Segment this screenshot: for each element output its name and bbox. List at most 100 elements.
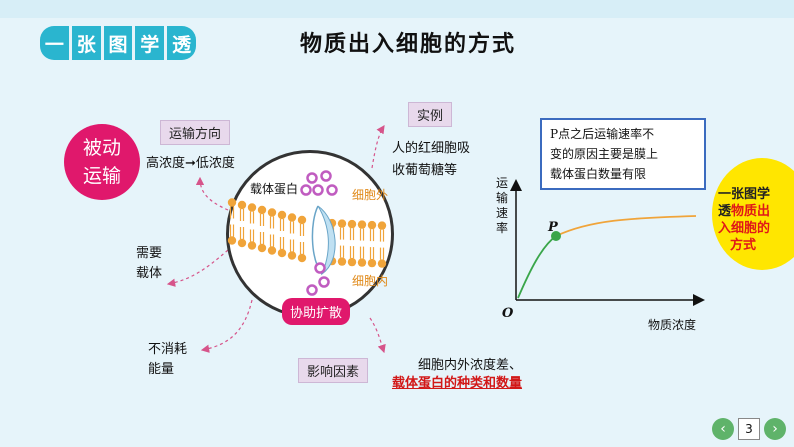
pager: ‹ 3 › <box>712 418 786 440</box>
text-line: 能量 <box>148 362 175 377</box>
text-line: 载体 <box>136 266 163 281</box>
ylabel-char: 输 <box>496 191 509 205</box>
ylabel-char: 运 <box>496 176 509 190</box>
next-page-button[interactable]: › <box>764 418 786 440</box>
text-line: 一张图学 <box>718 187 771 202</box>
lipid-head <box>357 220 367 229</box>
lipid-head <box>287 213 297 222</box>
carrier-protein <box>317 205 336 276</box>
inside-label: 细胞内 <box>352 274 389 288</box>
text-line: 变的原因主要是膜上 <box>550 147 659 161</box>
lipid-head <box>277 210 287 220</box>
direction-tag: 运输方向 <box>160 120 231 145</box>
origin-label: O <box>502 306 514 321</box>
curve-plateau <box>555 215 697 237</box>
text-line: 载体蛋白数量有限 <box>550 167 647 181</box>
lipid-head <box>297 215 307 225</box>
factors-tag: 影响因素 <box>298 358 369 383</box>
ylabel-char: 速 <box>496 206 509 220</box>
badge-char: 一 <box>40 26 69 60</box>
text-part: 物质出 <box>731 204 771 219</box>
page-title: 物质出入细胞的方式 <box>300 32 517 57</box>
label-line: 被动 <box>82 137 121 159</box>
facilitated-diffusion-label: 协助扩散 <box>282 298 351 325</box>
lipid-head <box>227 236 237 245</box>
lipid-head <box>337 219 347 228</box>
prev-page-button[interactable]: ‹ <box>712 418 734 440</box>
text-line: 收葡萄糖等 <box>392 163 458 178</box>
membrane-svg <box>227 170 387 296</box>
explanation-box: P点之后运输速率不 变的原因主要是膜上 载体蛋白数量有限 <box>540 118 706 190</box>
lipid-head <box>247 241 257 250</box>
lipid-head <box>277 248 287 258</box>
lipid-head <box>287 251 297 260</box>
lipid-bilayer <box>227 198 387 268</box>
text-line: P点之后运输速率不 <box>550 127 655 141</box>
badge-char: 学 <box>135 26 165 60</box>
lipid-head <box>377 259 387 268</box>
text-part: 透 <box>718 204 732 219</box>
lipid-head <box>267 208 277 217</box>
lipid-head <box>347 257 357 267</box>
direction-text: 高浓度➞低浓度 <box>146 152 235 171</box>
lipid-head <box>227 198 237 207</box>
high-concentration: 高浓度 <box>146 156 186 171</box>
lipid-head <box>257 243 267 253</box>
lipid-head <box>247 203 257 212</box>
text-line: 入细胞的 <box>718 221 771 236</box>
text-line: 方式 <box>730 238 757 253</box>
rate-graph <box>510 179 705 306</box>
badge-char: 透 <box>167 26 196 60</box>
lipid-head <box>237 238 247 248</box>
protein-label: 载体蛋白 <box>250 182 299 196</box>
series-badge: 一 张 图 学 透 <box>40 26 196 60</box>
text-line: 透物质出 <box>718 203 794 220</box>
solute-molecule <box>320 170 332 182</box>
summary-badge: 一张图学 透物质出 入细胞的 方式 <box>712 158 794 270</box>
solute-molecule <box>326 184 338 196</box>
y-axis-label: 运 输 速 率 <box>496 176 510 236</box>
x-axis-label: 物质浓度 <box>648 318 697 332</box>
outside-label: 细胞外 <box>352 188 389 202</box>
solute-molecule <box>306 172 318 184</box>
point-p <box>551 231 561 241</box>
point-p-label: P <box>548 220 558 235</box>
carrier-need-text: 需要 载体 <box>136 244 162 284</box>
arrow-right-icon: ➞ <box>185 156 196 171</box>
lipid-head <box>267 246 277 255</box>
text-line: 人的红细胞吸 <box>392 141 471 156</box>
badge-char: 图 <box>103 26 133 60</box>
example-tag: 实例 <box>408 102 453 127</box>
factors-line2: 载体蛋白的种类和数量 <box>392 376 523 391</box>
label-line: 运输 <box>82 165 121 187</box>
curve-rising <box>517 235 557 299</box>
lipid-head <box>347 219 357 229</box>
text-line: 不消耗 <box>148 342 188 357</box>
factors-line1: 细胞内外浓度差、 <box>418 358 523 373</box>
lipid-head <box>237 200 247 210</box>
ylabel-char: 率 <box>496 221 509 235</box>
lipid-head <box>337 257 347 266</box>
badge-char: 张 <box>71 26 101 60</box>
lipid-head <box>357 258 367 267</box>
solute-molecules <box>300 170 338 296</box>
lipid-head <box>367 220 377 230</box>
solute-molecule <box>312 184 324 196</box>
lipid-head <box>257 205 267 215</box>
header-bar <box>0 0 794 18</box>
lipid-head <box>367 258 377 268</box>
solute-molecule <box>314 262 326 274</box>
example-text: 人的红细胞吸 收葡萄糖等 <box>392 138 470 182</box>
page-number: 3 <box>738 418 760 440</box>
text-line: 需要 <box>136 246 163 261</box>
solute-molecule <box>300 184 312 196</box>
lipid-head <box>297 253 307 263</box>
passive-transport-label: 被动 运输 <box>64 124 140 200</box>
low-concentration: 低浓度 <box>195 156 235 171</box>
solute-molecule <box>306 284 318 296</box>
energy-text: 不消耗 能量 <box>148 340 187 380</box>
solute-molecule <box>318 276 330 288</box>
lipid-head <box>377 221 387 230</box>
